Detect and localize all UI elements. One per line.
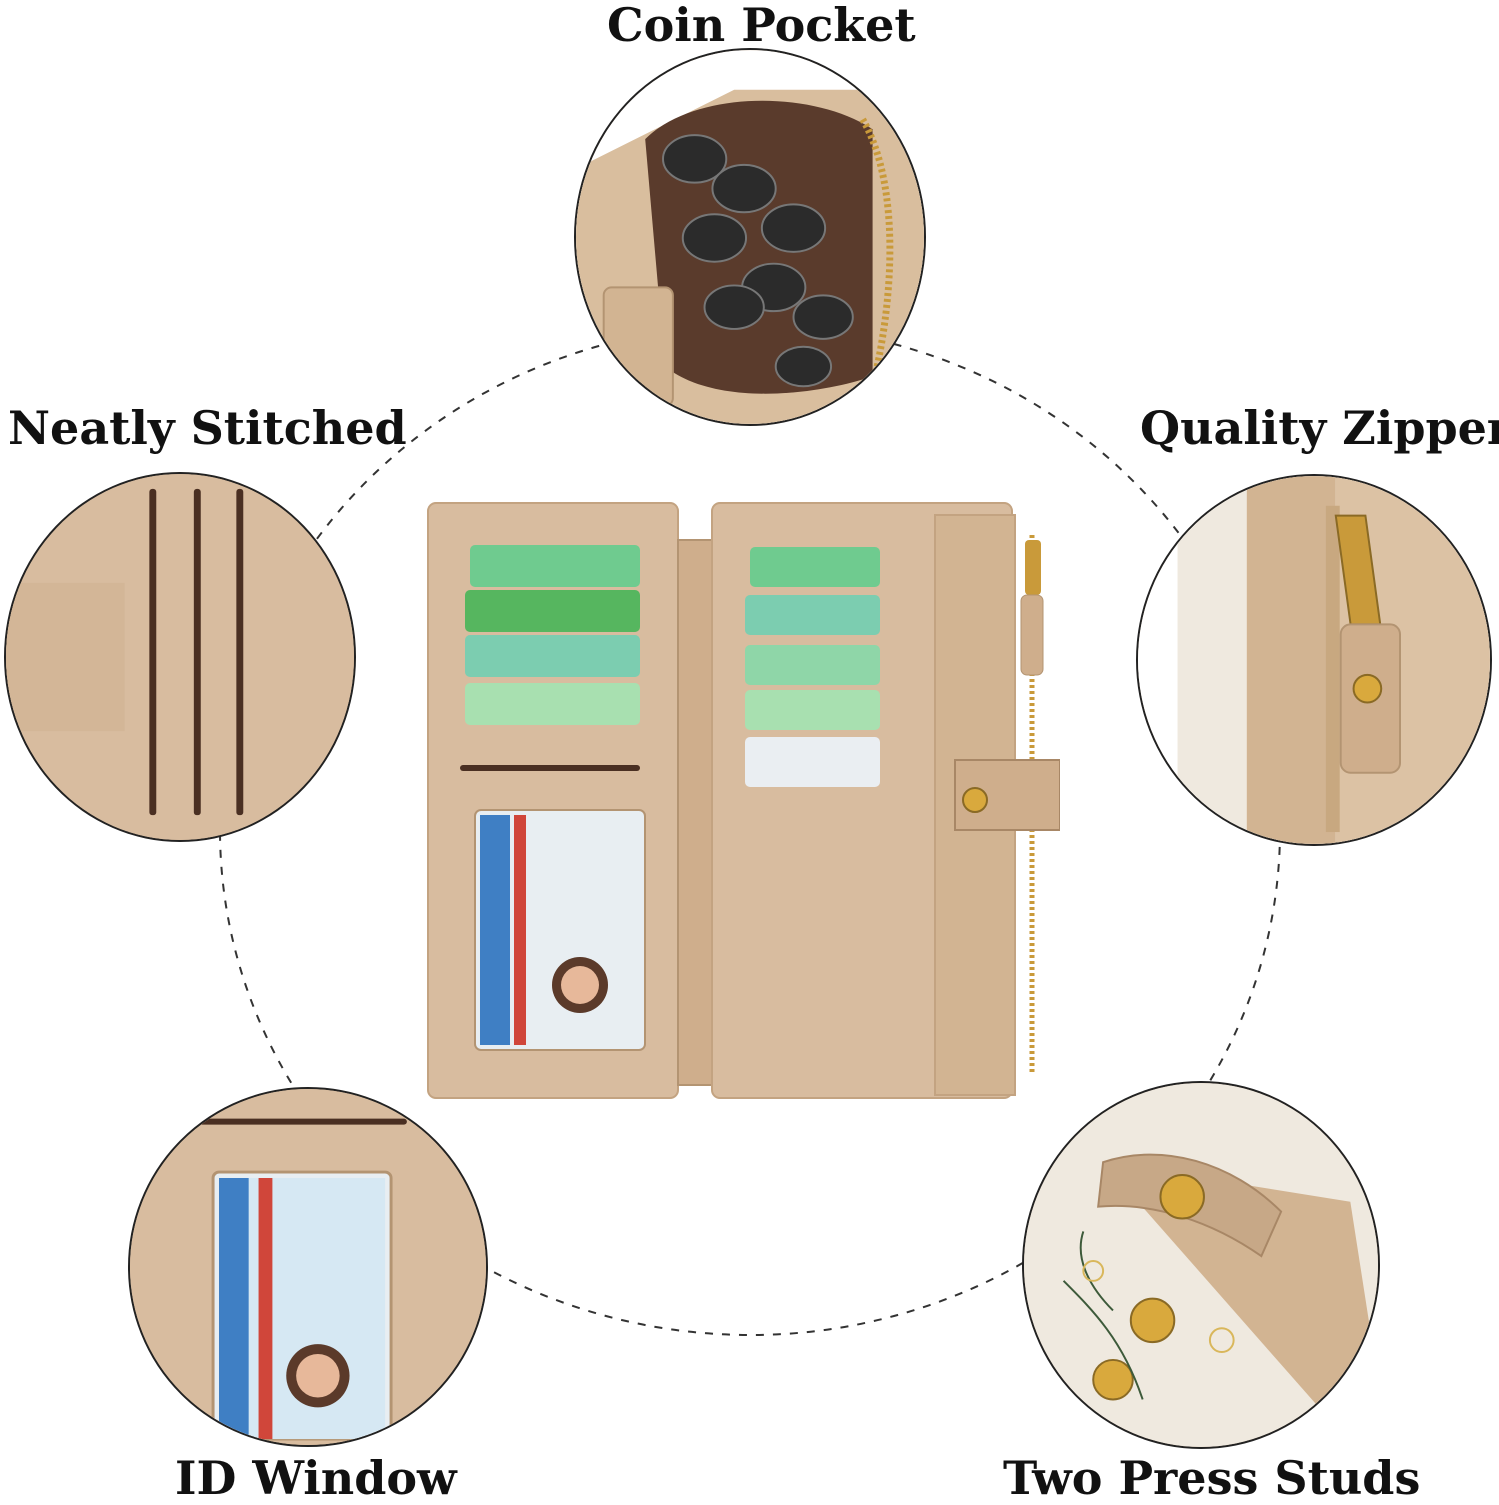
quality-zipper-bubble <box>1136 474 1492 846</box>
floral-print-icon <box>1062 1231 1235 1400</box>
zipper-pull-icon <box>1334 514 1402 774</box>
quality-zipper-label: Quality Zipper <box>1140 401 1499 455</box>
neatly-stitched-bubble <box>4 472 356 842</box>
id-card-icon <box>219 1178 386 1440</box>
stitch-slot-3 <box>236 488 244 816</box>
open-wallet-image <box>420 495 1060 1105</box>
stitch-slot-2 <box>193 488 201 816</box>
id-window-image <box>130 1089 486 1445</box>
coins-icon <box>662 134 854 388</box>
zipper-image <box>1138 476 1490 844</box>
coin-pocket-image <box>576 50 924 424</box>
id-window-bubble <box>128 1087 488 1447</box>
press-stud-tab-icon <box>954 759 1060 831</box>
coin-pocket-label: Coin Pocket <box>607 0 916 52</box>
id-window-label: ID Window <box>175 1451 457 1505</box>
coin-pocket-bubble <box>574 48 926 426</box>
gold-stud-icons <box>1092 1174 1205 1401</box>
press-studs-image <box>1024 1083 1378 1447</box>
two-press-studs-bubble <box>1022 1081 1380 1449</box>
right-card-slots <box>745 547 880 787</box>
stitch-slot-1 <box>149 488 157 816</box>
neatly-stitched-label: Neatly Stitched <box>8 401 407 455</box>
zipper-pull-icon <box>1020 540 1044 676</box>
stitched-slots-image <box>6 474 354 840</box>
id-window <box>474 809 646 1051</box>
two-press-studs-label: Two Press Studs <box>1003 1451 1421 1505</box>
left-card-slots <box>460 545 640 771</box>
